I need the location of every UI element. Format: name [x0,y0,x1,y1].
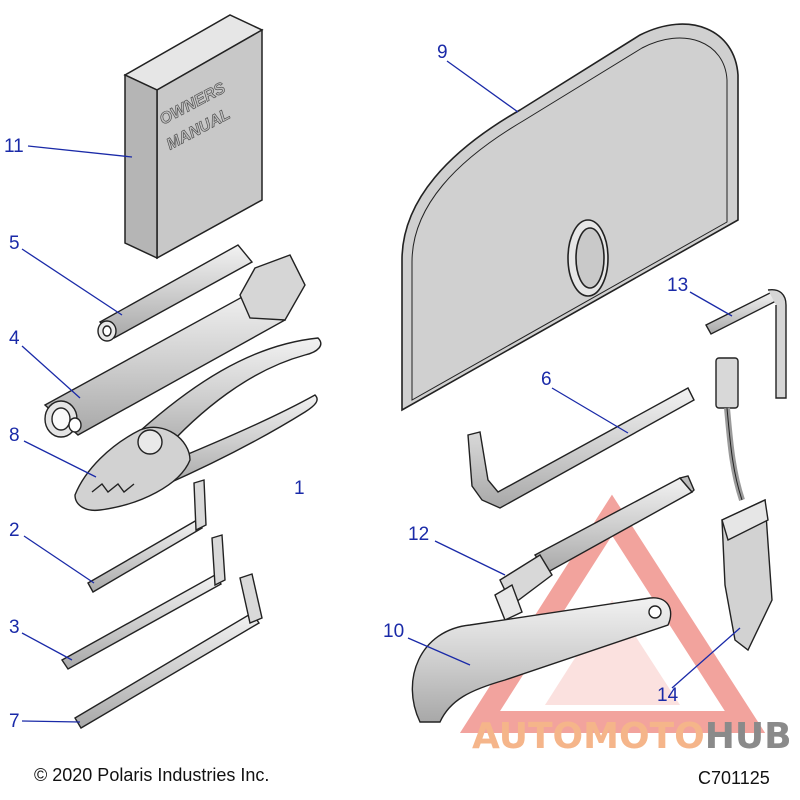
hex-key-medium [60,534,226,670]
l-hex-key [705,288,787,399]
hex-key-short [87,479,207,593]
tool-pouch [401,23,739,412]
spark-plug-socket [43,254,306,438]
callout-4: 4 [9,328,20,349]
pliers [74,337,322,512]
owners-manual [123,14,264,260]
callout-14: 14 [657,685,679,706]
callout-1: 1 [294,478,305,499]
callout-9: 9 [437,42,448,63]
callout-6: 6 [541,369,552,390]
callout-8: 8 [9,425,20,446]
leader-lines [21,60,741,723]
torx-key [74,573,263,729]
charger-plug [715,357,773,652]
callout-12: 12 [408,524,430,545]
callout-7: 7 [9,711,20,732]
callout-11: 11 [4,136,24,157]
swivel-socket [494,475,695,621]
callout-3: 3 [9,617,20,638]
spanner-wrench [411,597,672,723]
hex-key-large [467,387,695,509]
watermark-part1: AUTOMOTO [472,716,705,757]
copyright-text: © 2020 Polaris Industries Inc. [34,765,270,785]
diagram-code: C701125 [698,768,770,788]
callout-5: 5 [9,233,20,254]
watermark-text: AUTOMOTOHUB [472,716,792,757]
callout-13: 13 [667,275,689,296]
extension-bar [97,244,254,342]
callout-2: 2 [9,520,20,541]
callout-10: 10 [383,621,405,642]
watermark-part2: HUB [704,716,792,757]
